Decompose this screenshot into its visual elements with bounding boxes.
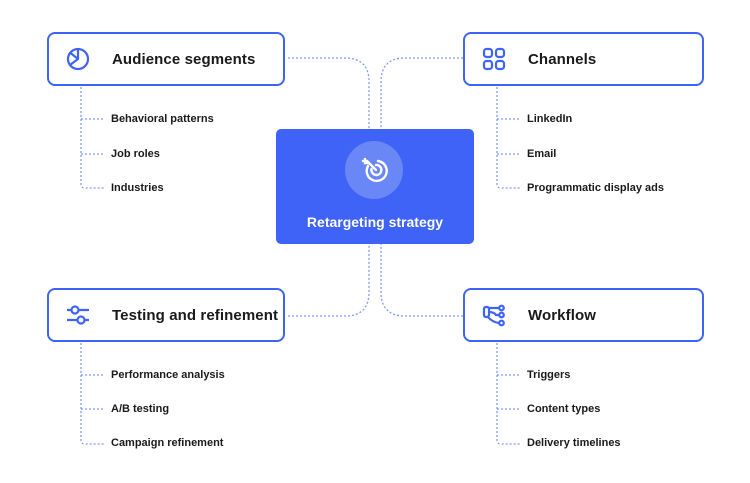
sliders-icon [66,303,90,327]
node-testing-refinement[interactable]: Testing and refinement [47,288,285,342]
target-dart-icon [345,141,403,199]
list-item: Industries [111,182,164,194]
list-item: Delivery timelines [527,437,621,449]
central-node-label: Retargeting strategy [306,214,444,230]
list-item: Email [527,148,557,160]
list-item: Content types [527,403,601,415]
list-item: Triggers [527,369,571,381]
pie-chart-icon [66,47,90,71]
list-item: Programmatic display ads [527,182,664,194]
node-title: Channels [528,50,597,68]
branch-workflow [496,343,520,445]
node-title: Testing and refinement [112,306,279,324]
list-item: Job roles [111,148,160,160]
node-audience-segments[interactable]: Audience segments [47,32,285,86]
connector-center-testing [288,244,370,317]
list-item: A/B testing [111,403,170,415]
connector-center-channels [380,57,463,129]
grid-icon [482,47,506,71]
connector-center-audience [288,57,370,129]
list-item: Behavioral patterns [111,113,214,125]
list-item: Performance analysis [111,369,225,381]
branch-audience [80,87,104,189]
list-item: LinkedIn [527,113,573,125]
branch-channels [496,87,520,189]
connector-center-workflow [380,244,463,317]
workflow-branch-icon [482,303,506,327]
node-title: Audience segments [112,50,256,68]
list-item: Campaign refinement [111,437,224,449]
node-workflow[interactable]: Workflow [463,288,704,342]
branch-testing [80,343,104,445]
node-channels[interactable]: Channels [463,32,704,86]
node-title: Workflow [528,306,597,324]
central-node[interactable]: Retargeting strategy [276,129,474,244]
